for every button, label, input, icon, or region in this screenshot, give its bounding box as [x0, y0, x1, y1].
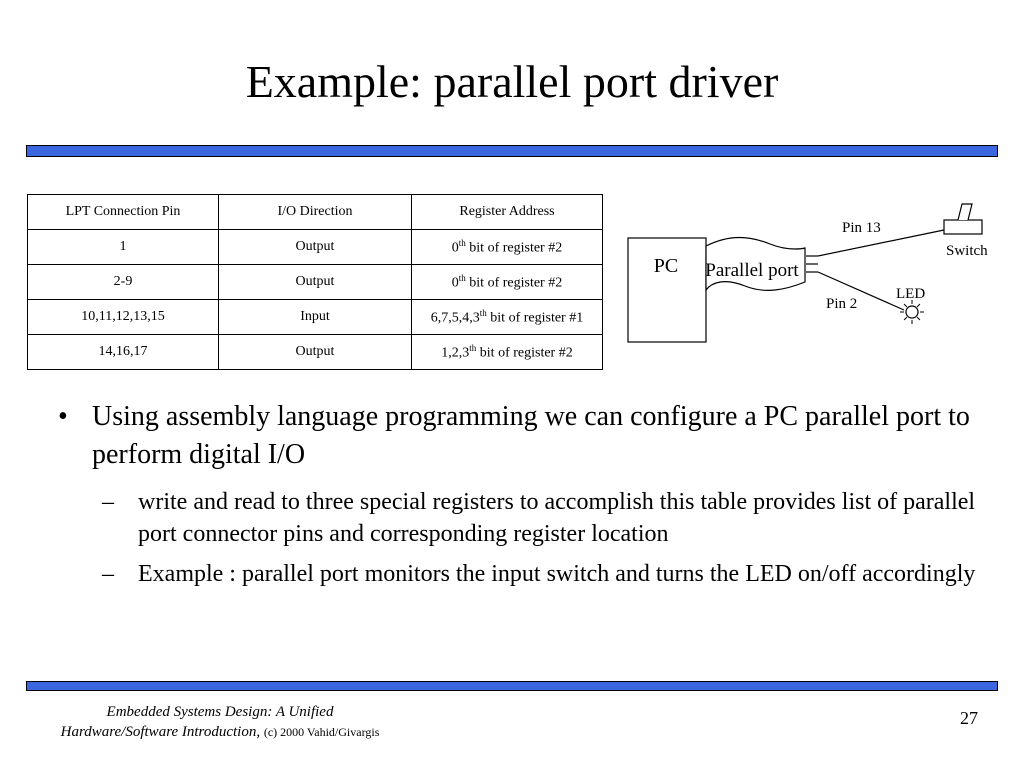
- address-cell: 0th bit of register #2: [411, 264, 603, 300]
- slide-title: Example: parallel port driver: [245, 56, 779, 107]
- switch-label: Switch: [946, 243, 988, 259]
- sub-bullet: – Example : parallel port monitors the i…: [58, 558, 978, 590]
- address-cell: 6,7,5,4,3th bit of register #1: [411, 299, 603, 335]
- header-cell: LPT Connection Pin: [27, 194, 219, 230]
- pin13-label: Pin 13: [842, 220, 881, 236]
- bullet-list: • Using assembly language programming we…: [58, 398, 978, 590]
- page-number: 27: [960, 708, 978, 728]
- sub-bullet-marker: –: [102, 489, 114, 515]
- pin-cell: 2-9: [27, 264, 219, 300]
- pc-box: [627, 237, 707, 343]
- header-cell: I/O Direction: [218, 194, 412, 230]
- sub-bullet: – write and read to three special regist…: [58, 486, 978, 550]
- parallel-port-cable: [705, 236, 806, 292]
- bullet-marker: •: [58, 401, 68, 432]
- sub-bullet-marker: –: [102, 561, 114, 587]
- led-icon: [900, 300, 924, 324]
- table-row: 1 Output 0th bit of register #2: [27, 229, 603, 265]
- pin-table: LPT Connection Pin I/O Direction Registe…: [27, 194, 603, 370]
- table-row: 2-9 Output 0th bit of register #2: [27, 264, 603, 300]
- pin2-wire: [817, 271, 905, 311]
- main-bullet-text: Using assembly language programming we c…: [92, 401, 970, 470]
- direction-cell: Input: [218, 299, 412, 335]
- footer-book-subtitle: Hardware/Software Introduction,: [60, 724, 261, 740]
- table-row: 14,16,17 Output 1,2,3th bit of register …: [27, 334, 603, 370]
- parallel-port-diagram: PC Parallel port Pin 13 Pin 2 Switch LED: [627, 203, 988, 343]
- direction-cell: Output: [218, 229, 412, 265]
- pin2-label: Pin 2: [826, 296, 857, 312]
- sub-bullet-text: Example : parallel port monitors the inp…: [138, 561, 976, 587]
- direction-cell: Output: [218, 334, 412, 370]
- sub-bullet-text: write and read to three special register…: [138, 489, 976, 547]
- footer-copyright: (c) 2000 Vahid/Givargis: [263, 725, 380, 739]
- main-bullet: • Using assembly language programming we…: [58, 398, 978, 474]
- pin-cell: 14,16,17: [27, 334, 219, 370]
- footer-book-title: Embedded Systems Design: A Unified: [106, 704, 334, 720]
- port-label: Parallel port: [705, 260, 799, 281]
- pc-label: PC: [654, 255, 678, 277]
- table-row: 10,11,12,13,15 Input 6,7,5,4,3th bit of …: [27, 299, 603, 335]
- bottom-rule: [26, 681, 998, 691]
- switch-icon: [943, 203, 983, 235]
- table-header-row: LPT Connection Pin I/O Direction Registe…: [27, 194, 603, 230]
- footer-citation: Embedded Systems Design: A Unified Hardw…: [20, 702, 420, 742]
- pin-cell: 1: [27, 229, 219, 265]
- led-label: LED: [896, 286, 925, 302]
- top-rule: [26, 145, 998, 157]
- pin-cell: 10,11,12,13,15: [27, 299, 219, 335]
- pin13-wire: [817, 229, 945, 257]
- direction-cell: Output: [218, 264, 412, 300]
- address-cell: 0th bit of register #2: [411, 229, 603, 265]
- header-cell: Register Address: [411, 194, 603, 230]
- address-cell: 1,2,3th bit of register #2: [411, 334, 603, 370]
